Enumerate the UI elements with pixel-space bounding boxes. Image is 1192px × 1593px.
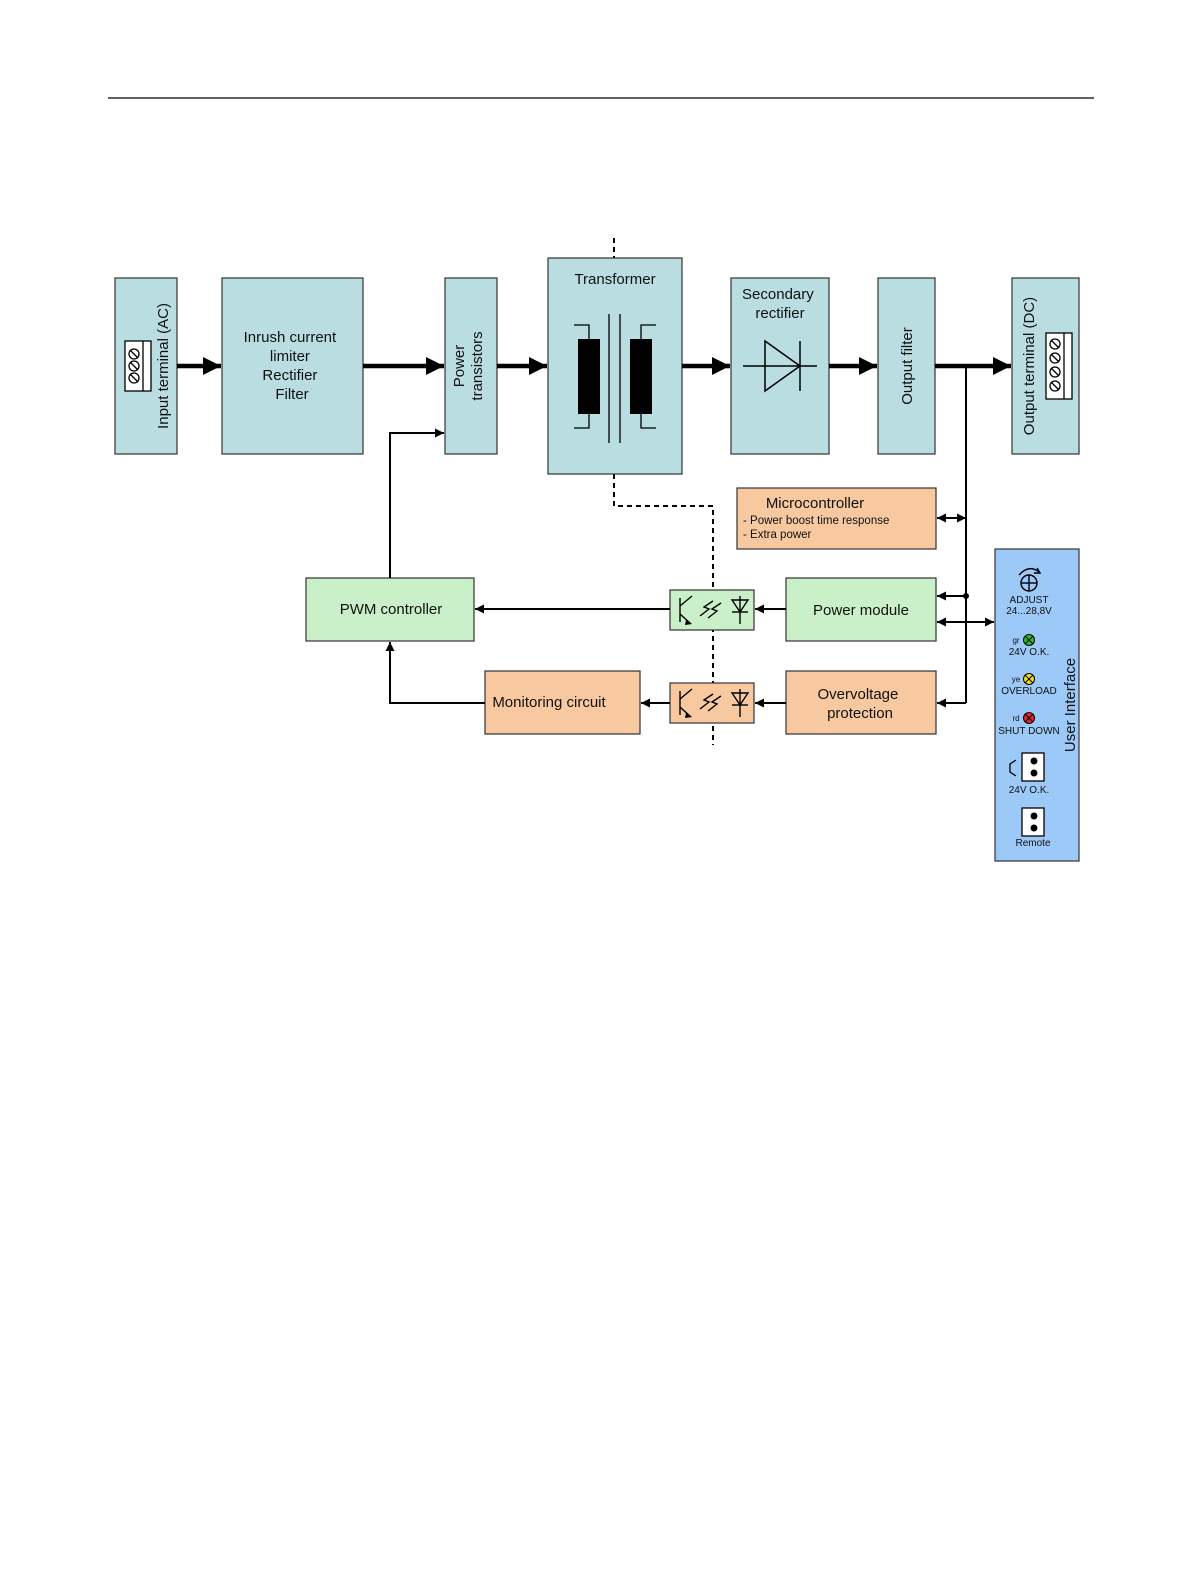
adjust-potentiometer-icon[interactable] <box>1018 567 1042 592</box>
pwm-controller-label: PWM controller <box>340 601 443 618</box>
led-rd-label: SHUT DOWN <box>998 726 1059 737</box>
svg-text:Secondary rectifier: Secondary rectifier <box>742 286 818 322</box>
inrush-line-2: limiter <box>270 348 310 365</box>
power-transistors-line-2: transistors <box>469 331 486 400</box>
optocoupler-pwm-icon <box>669 589 755 631</box>
monitoring-circuit-block: Monitoring circuit <box>484 670 641 735</box>
junction-dot <box>963 593 969 599</box>
led-rd-code: rd <box>1012 714 1019 723</box>
relay-contact-icon <box>1009 752 1045 782</box>
user-interface-panel: User Interface ADJUST 24...28,8V gr 24V … <box>994 548 1080 862</box>
remote-terminal-icon <box>1021 807 1045 837</box>
microcontroller-item-2: - Extra power <box>743 529 812 541</box>
isolation-barrier <box>613 238 714 745</box>
led-red-icon <box>1023 712 1035 724</box>
transformer-label: Transformer <box>574 271 655 288</box>
adjust-label: ADJUST <box>1010 595 1049 606</box>
svg-text:Inrush current limiter: Inrush current limiter Rectifier Filter <box>244 329 341 403</box>
overvoltage-line-2: protection <box>827 705 893 722</box>
inrush-block: Inrush current limiter Rectifier Filter <box>221 277 364 455</box>
output-terminal-block: Output terminal (DC) <box>1011 277 1080 455</box>
inrush-line-3: Rectifier <box>262 367 317 384</box>
led-gr-label: 24V O.K. <box>1009 647 1050 658</box>
input-terminal-block: Input terminal (AC) <box>114 277 178 455</box>
microcontroller-item-1: - Power boost time response <box>743 515 889 527</box>
user-interface-title: User Interface <box>1062 658 1079 752</box>
transformer-block: Transformer <box>547 257 683 475</box>
overvoltage-block: Overvoltage protection <box>785 670 937 735</box>
inrush-line-1: Inrush current <box>244 329 337 346</box>
power-module-label: Power module <box>813 602 909 619</box>
led-ye-code: ye <box>1012 675 1021 684</box>
ac-terminal-icon <box>124 340 152 392</box>
microcontroller-block: Microcontroller - Power boost time respo… <box>736 487 937 550</box>
secondary-rectifier-line-1: Secondary <box>742 286 814 303</box>
power-transistors-block: Power transistors <box>444 277 498 455</box>
svg-text:Overvoltage protection: Overvoltage protection <box>817 686 902 722</box>
led-ye-label: OVERLOAD <box>1001 686 1057 697</box>
transformer-icon <box>574 314 656 443</box>
adjust-range: 24...28,8V <box>1006 606 1052 617</box>
optocoupler-monitor-icon <box>669 682 755 724</box>
power-module-block: Power module <box>785 577 937 642</box>
relay-label: 24V O.K. <box>1009 785 1050 796</box>
inrush-line-4: Filter <box>275 386 308 403</box>
led-yellow-icon <box>1023 673 1035 685</box>
overvoltage-line-1: Overvoltage <box>817 686 898 703</box>
output-filter-block: Output filter <box>877 277 936 455</box>
led-gr-code: gr <box>1012 636 1019 645</box>
input-terminal-label: Input terminal (AC) <box>155 303 172 429</box>
microcontroller-title: Microcontroller <box>766 495 864 512</box>
output-terminal-label: Output terminal (DC) <box>1021 297 1038 435</box>
control-wiring <box>385 366 994 708</box>
secondary-rectifier-line-2: rectifier <box>755 305 804 322</box>
pwm-controller-block: PWM controller <box>305 577 475 642</box>
diode-icon <box>743 339 817 393</box>
led-green-icon <box>1023 634 1035 646</box>
remote-label: Remote <box>1015 838 1050 849</box>
power-transistors-line-1: Power <box>451 345 468 388</box>
dc-terminal-icon <box>1045 332 1073 400</box>
output-filter-label: Output filter <box>899 327 916 405</box>
secondary-rectifier-block: Secondary rectifier <box>730 277 830 455</box>
monitoring-circuit-label: Monitoring circuit <box>492 694 606 711</box>
